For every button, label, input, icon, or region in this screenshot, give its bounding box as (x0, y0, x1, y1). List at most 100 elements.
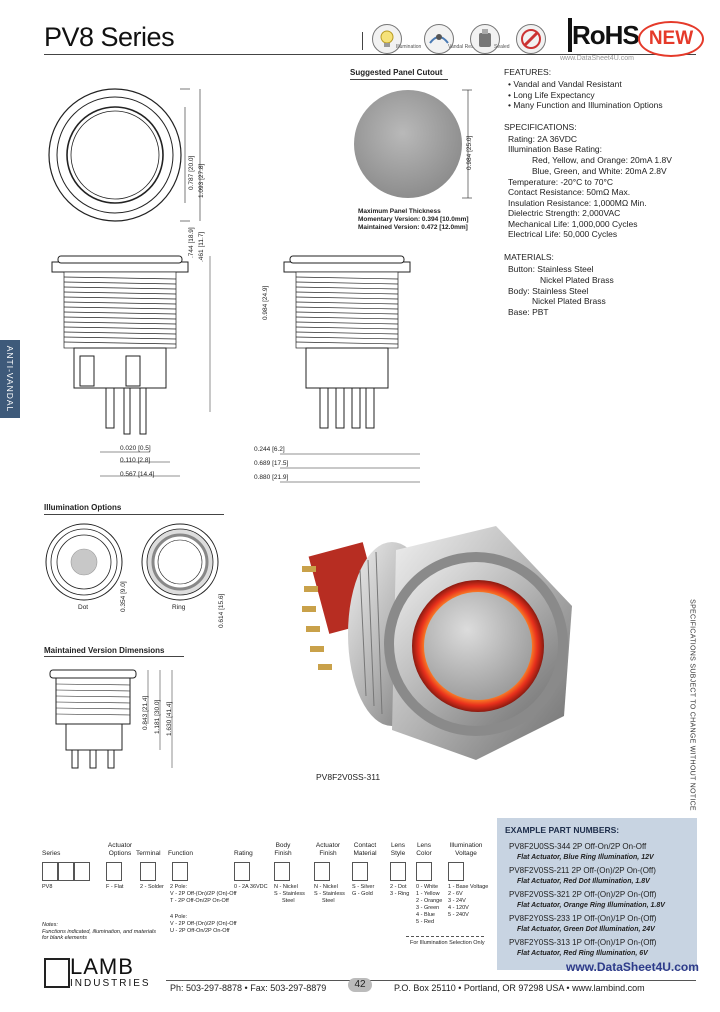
example-pn: PV8F2U0SS-344 2P Off-On/2P On-Off (509, 842, 647, 851)
pn-box-series-1 (42, 862, 58, 881)
example-desc: Flat Actuator, Red Ring Illumination, 6V (517, 950, 648, 957)
opt-color: 2 - Orange (416, 898, 443, 904)
col-voltage: Illumination Voltage (449, 842, 483, 857)
maintained-drawing (49, 669, 173, 769)
feature-item: • Long Life Expectancy (508, 90, 595, 100)
illumination-rule (44, 514, 224, 515)
example-pn: PV8F2Y0SS-233 1P Off-(On)/1P On-(Off) (509, 914, 657, 923)
pn-box-contact (352, 862, 368, 881)
rohs-logo: RoHS (572, 20, 640, 50)
opt-contact: S - Silver (352, 884, 375, 890)
header-rule (44, 54, 696, 55)
spec-change-note: SPECIFICATIONS SUBJECT TO CHANGE WITHOUT… (686, 599, 698, 811)
cutout-heading: Suggested Panel Cutout (350, 68, 443, 77)
dim-bottom-a: 0.020 [0.5] (120, 445, 151, 452)
material-row: Body: Stainless Steel (508, 286, 589, 296)
opt-function: 4 Pole: (170, 914, 188, 920)
logo-sub: INDUSTRIES (70, 978, 151, 989)
lens-note: For Illumination Selection Only (410, 940, 485, 946)
sealed-icon (470, 24, 500, 54)
example-pn: PV8F2V0SS-211 2P Off-(On)/2P On-(Off) (509, 866, 656, 875)
photo-caption: PV8F2V0SS-311 (316, 772, 381, 782)
opt-voltage: 2 - 6V (448, 891, 463, 897)
opt-body: Steel (282, 898, 295, 904)
spec-row: Temperature: -20°C to 70°C (508, 177, 614, 187)
opt-function: 2 Pole: (170, 884, 188, 890)
lens-note-rule (406, 936, 484, 938)
pn-box-series-3 (74, 862, 90, 881)
col-actuator: Actuator Options (107, 842, 133, 857)
illumination-heading: Illumination Options (44, 503, 122, 512)
dim-maintained-c: 1.630 [41.4] (166, 701, 173, 736)
examples-heading: EXAMPLE PART NUMBERS: (505, 825, 620, 835)
material-row: Nickel Plated Brass (540, 275, 614, 285)
material-row: Base: PBT (508, 307, 549, 317)
page-title: PV8 Series (44, 22, 175, 52)
opt-color: 4 - Blue (416, 912, 435, 918)
footer-rule (166, 980, 696, 981)
watermark-bottom: www.DataSheet4U.com (566, 960, 699, 974)
pn-box-terminal (140, 862, 156, 881)
dim-dot: 0.354 [9.0] (120, 581, 127, 612)
dim-right-c: 0.880 [21.9] (254, 474, 289, 481)
dim-bottom-c: 0.567 [14.4] (120, 471, 155, 478)
spec-row: Insulation Resistance: 1,000MΩ Min. (508, 198, 647, 208)
illumination-icon (372, 24, 402, 54)
col-function: Function (168, 850, 193, 857)
illumination-drawings (45, 523, 219, 601)
opt-voltage: 4 - 120V (448, 905, 469, 911)
col-terminal: Terminal (136, 850, 161, 857)
cert-label: Illumination (396, 44, 422, 50)
example-desc: Flat Actuator, Red Dot Illumination, 1.8… (517, 878, 650, 885)
cert-label: Vandal Resistant (448, 44, 486, 50)
pn-box-voltage (448, 862, 464, 881)
spec-row: Illumination Base Rating: (508, 144, 603, 154)
col-act-finish: Actuator Finish (315, 842, 341, 857)
dim-right-v: 0.984 [24.9] (262, 285, 269, 320)
opt-voltage: 5 - 240V (448, 912, 469, 918)
footer-address[interactable]: P.O. Box 25110 • Portland, OR 97298 USA … (394, 983, 645, 993)
pn-box-act-finish (314, 862, 330, 881)
pn-box-lens-color (416, 862, 432, 881)
col-rating: Rating (234, 850, 253, 857)
warning-icon (516, 24, 546, 54)
part-builder-notes: Notes: Functions indicated, illumination… (42, 922, 157, 942)
opt-color: 0 - White (416, 884, 439, 890)
example-desc: Flat Actuator, Blue Ring Illumination, 1… (517, 854, 654, 861)
opt-color: 3 - Green (416, 905, 440, 911)
dim-cutout: 0.984 [25.0] (466, 135, 473, 170)
example-desc: Flat Actuator, Green Dot Illumination, 2… (517, 926, 655, 933)
panel-thickness-momentary: Momentary Version: 0.394 [10.0mm] (358, 216, 469, 223)
spec-row: Red, Yellow, and Orange: 20mA 1.8V (532, 155, 672, 165)
lamb-logo-mark (44, 958, 70, 988)
dim-ring: 0.614 [15.6] (218, 593, 225, 628)
spec-row: Dielectric Strength: 2,000VAC (508, 208, 621, 218)
pn-box-lens-style (390, 862, 406, 881)
pn-box-actuator (106, 862, 122, 881)
opt-voltage: 1 - Base Voltage (448, 884, 489, 890)
pn-box-function (172, 862, 188, 881)
illumination-ring-label: Ring (172, 604, 186, 611)
opt-body: S - Stainless (274, 891, 305, 897)
spec-row: Electrical Life: 50,000 Cycles (508, 229, 618, 239)
example-pn: PV8F2V0SS-321 2P Off-(On)/2P On-(Off) (509, 890, 657, 899)
feature-item: • Many Function and Illumination Options (508, 100, 663, 110)
feature-item: • Vandal and Vandal Resistant (508, 79, 622, 89)
panel-cutout-drawing (354, 89, 472, 199)
cutout-rule (350, 79, 448, 80)
footer-phone: Ph: 503-297-8878 • Fax: 503-297-8879 (170, 983, 327, 993)
maintained-rule (44, 656, 184, 657)
opt-lens: 3 - Ring (390, 891, 410, 897)
illumination-dot-label: Dot (78, 604, 89, 611)
dim-right-b: 0.689 [17.5] (254, 460, 289, 467)
opt-body: N - Nickel (274, 884, 298, 890)
panel-thickness-heading: Maximum Panel Thickness (358, 208, 441, 215)
rohs-bar (568, 18, 572, 52)
material-row: Button: Stainless Steel (508, 264, 594, 274)
side-view-drawing (51, 255, 211, 477)
dim-maintained-a: 0.843 [21.4] (142, 695, 149, 730)
product-photo (302, 526, 572, 760)
dim-side-a: .744 [18.9] (188, 227, 195, 258)
opt-rating: 0 - 2A 36VDC (234, 884, 268, 890)
opt-act-finish: Steel (322, 898, 335, 904)
